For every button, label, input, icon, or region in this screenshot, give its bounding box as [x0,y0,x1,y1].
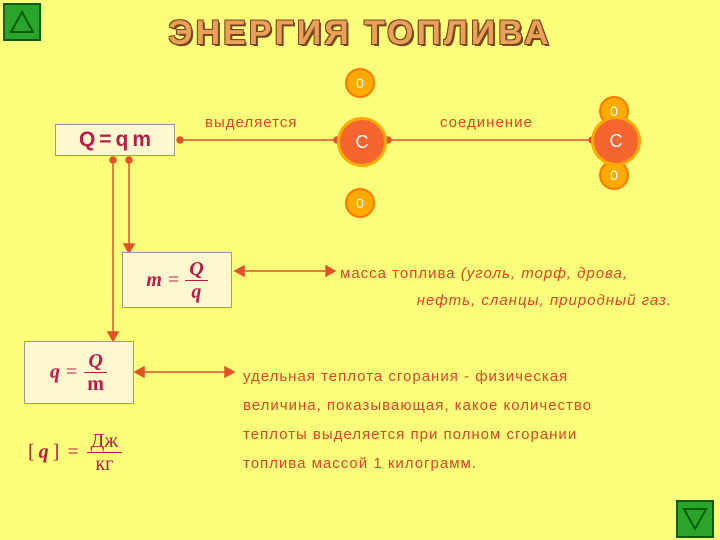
unit-formula-q: q [38,440,49,463]
nav-up-button[interactable] [3,3,41,41]
mass-examples-line2: нефть, сланцы, природный газ. [416,292,672,309]
main-formula: Q = q m [55,124,175,156]
mass-formula-lhs: m [146,268,162,291]
mass-description: масса топлива (уголь, торф, дрова, нефть… [340,260,680,314]
heat-desc-line4: топлива массой 1 килограмм. [243,455,477,472]
mass-formula-equals: = [167,268,180,291]
carbon-atom: C [337,117,387,167]
unit-formula-equals: = [67,440,79,463]
heat-description: удельная теплота сгорания - физическая в… [243,362,643,478]
heat-formula-fraction: Q m [83,350,108,395]
unit-formula-fraction: Дж кг [86,430,123,475]
mass-formula-denominator: q [191,280,202,303]
heat-desc-line1-rest: - физическая [458,368,569,385]
unit-formula-numerator: Дж [86,430,123,453]
formula-equals: = [99,128,112,151]
unit-formula-left-bracket: [ [28,440,35,463]
heat-formula-equals: = [66,361,78,383]
formula-q: q [115,128,129,151]
nav-down-button[interactable] [676,500,714,538]
carbon-atom-bonded: C [591,116,641,166]
arrow-up-icon [9,10,35,33]
mass-examples-line1: (уголь, торф, дрова, [460,265,629,282]
unit-formula-denominator: кг [95,452,114,475]
heat-desc-line3: теплоты выделяется при полном сгорании [243,426,578,443]
heat-formula-numerator: Q [84,350,107,373]
unit-formula: [ q ] = Дж кг [28,422,123,482]
arrow-down-icon [682,508,708,531]
formula-m: m [132,128,152,151]
oxygen-atom: 0 [345,188,375,218]
heat-formula-lhs: q [50,361,61,383]
heat-formula-denominator: m [87,373,104,395]
heat-desc-line2: величина, показывающая, какое количество [243,397,593,414]
mass-formula: m = Q q [122,252,232,308]
oxygen-atom: 0 [345,68,375,98]
label-releases: выделяется [205,114,298,131]
formula-Q: Q [78,128,96,151]
heat-term: удельная теплота сгорания [243,368,459,385]
mass-formula-numerator: Q [185,258,208,281]
mass-formula-fraction: Q q [185,258,208,303]
unit-formula-right-bracket: ] [52,440,60,463]
label-combination: соединение [440,114,533,131]
page-title: ЭНЕРГИЯ ТОПЛИВА [168,14,552,52]
mass-term: масса топлива [340,265,456,282]
heat-formula: q = Q m [24,341,134,404]
